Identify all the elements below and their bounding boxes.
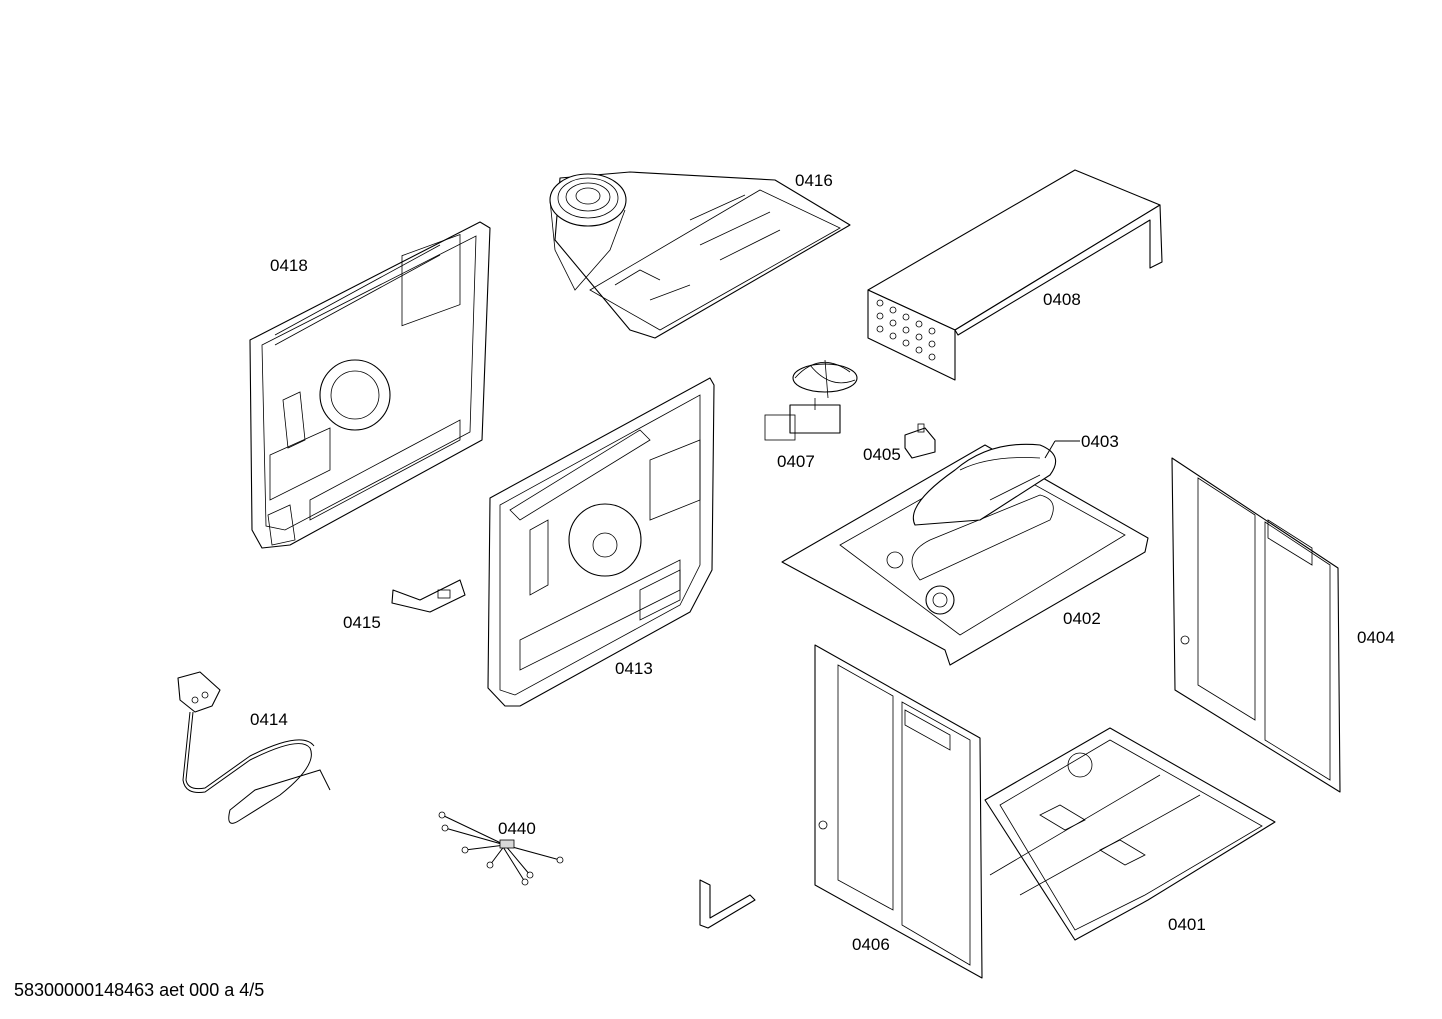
label-0407: 0407 bbox=[777, 452, 815, 471]
label-0413: 0413 bbox=[615, 659, 653, 678]
label-0408: 0408 bbox=[1043, 290, 1081, 309]
part-0406-left-side-wall bbox=[814, 644, 983, 979]
label-0406: 0406 bbox=[852, 935, 890, 954]
part-0401-oven-floor bbox=[984, 727, 1276, 941]
label-0414: 0414 bbox=[250, 710, 288, 729]
part-0415-door-switch bbox=[391, 579, 466, 613]
part-0418-rear-panel bbox=[249, 221, 491, 549]
part-0413-inner-rear-wall bbox=[487, 377, 715, 707]
part-0403-element-bracket bbox=[912, 443, 1057, 526]
label-0401: 0401 bbox=[1168, 915, 1206, 934]
label-0418: 0418 bbox=[270, 256, 308, 275]
label-0440: 0440 bbox=[498, 819, 536, 838]
part-0404-right-side-wall bbox=[1171, 457, 1341, 793]
label-0415: 0415 bbox=[343, 613, 381, 632]
label-0402: 0402 bbox=[1063, 609, 1101, 628]
part-0405-switch bbox=[904, 423, 936, 459]
part-0414-power-cable bbox=[177, 671, 331, 824]
document-footer-id: 58300000148463 aet 000 a 4/5 bbox=[14, 980, 265, 1000]
part-0408-top-channel bbox=[867, 169, 1163, 381]
angle-bracket bbox=[699, 879, 756, 929]
label-0416: 0416 bbox=[795, 171, 833, 190]
part-0416-fan-cover bbox=[549, 171, 851, 339]
leader-line-0403-b bbox=[1044, 440, 1056, 459]
part-0440-wiring-harness bbox=[438, 811, 564, 886]
label-0403: 0403 bbox=[1081, 432, 1119, 451]
vent-holes bbox=[876, 299, 936, 361]
label-0405: 0405 bbox=[863, 445, 901, 464]
label-0404: 0404 bbox=[1357, 628, 1395, 647]
part-0407-fan-motor bbox=[764, 359, 858, 441]
